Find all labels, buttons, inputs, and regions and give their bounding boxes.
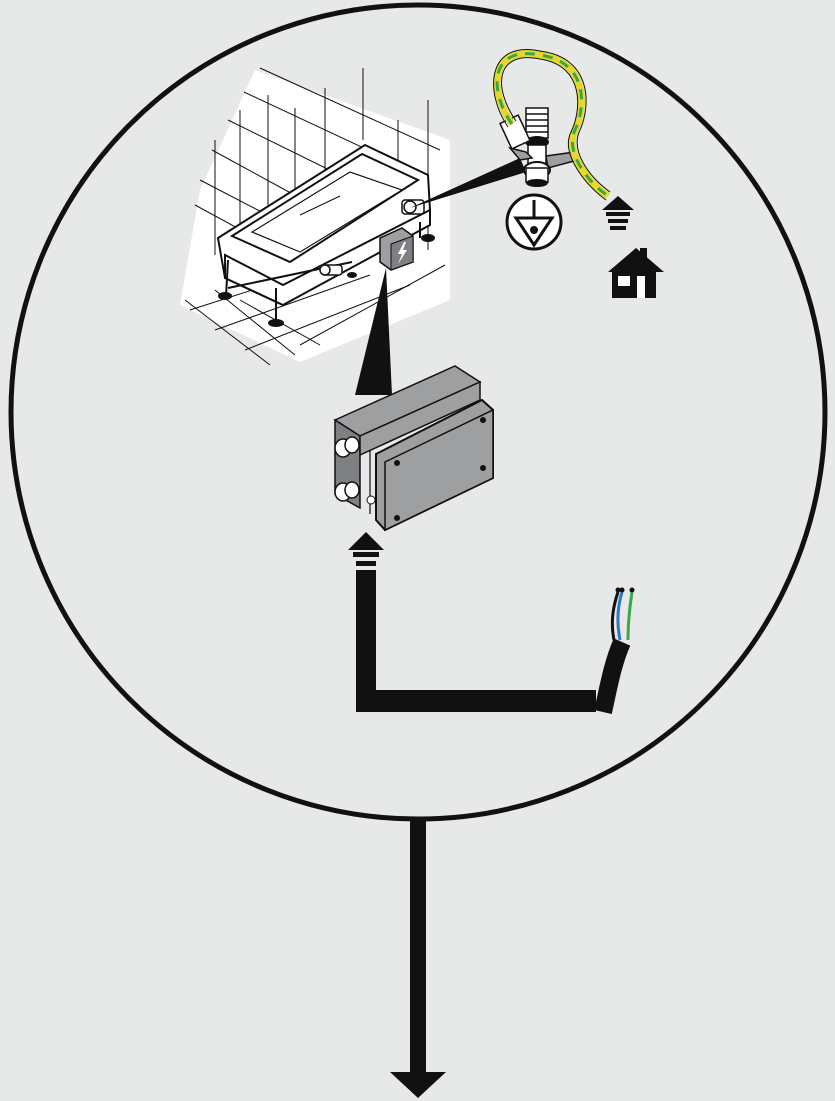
bathtub-icon [216, 143, 435, 327]
junction-box-icon [333, 365, 494, 532]
equipotential-bonding-icon [505, 193, 563, 251]
down-arrow [390, 818, 446, 1098]
pointer-to-bath-box [355, 268, 392, 395]
house-icon [608, 248, 664, 298]
electric-box-icon [379, 227, 414, 271]
pointer-to-valve [410, 158, 526, 208]
cable-to-box-arrow [348, 532, 596, 712]
cable-icon [594, 587, 635, 714]
house-up-arrow [602, 196, 634, 230]
earth-wire-icon [493, 49, 611, 201]
